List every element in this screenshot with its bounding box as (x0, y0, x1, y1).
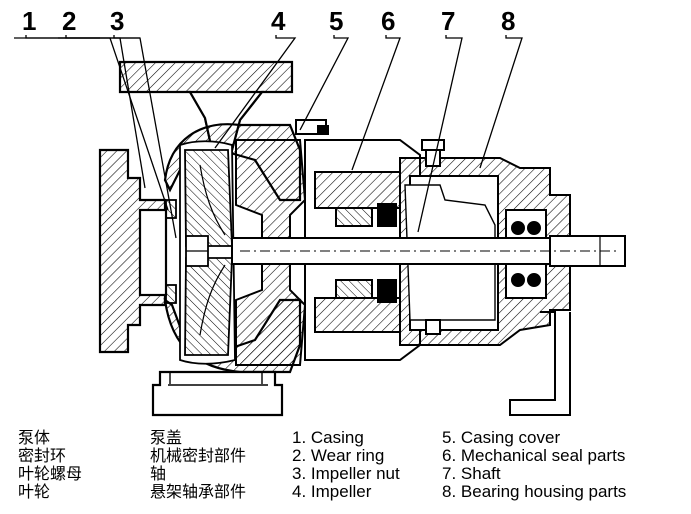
legend-en-bearing-housing: 8. Bearing housing parts (442, 482, 627, 501)
bearing-housing (399, 139, 571, 416)
legend-zh-casing: 泵体 (18, 428, 51, 447)
callout-7: 7 (441, 6, 456, 36)
callout-6: 6 (381, 6, 396, 36)
legend-en-wear-ring: 2. Wear ring (292, 446, 385, 465)
shaft (231, 235, 626, 267)
callout-1: 1 (22, 6, 37, 36)
legend-zh-bearing-housing: 悬架轴承部件 (150, 482, 247, 501)
legend-en-impeller-nut: 3. Impeller nut (292, 464, 400, 483)
legend-en-casing-cover: 5. Casing cover (442, 428, 561, 447)
leader-lines (14, 35, 523, 239)
legend-en-casing: 1. Casing (292, 428, 364, 447)
legend-zh-seal-parts: 机械密封部件 (150, 446, 247, 465)
legend-en-shaft: 7. Shaft (442, 464, 501, 483)
callout-2: 2 (62, 6, 77, 36)
legend-zh-casing-cover: 泵盖 (150, 428, 183, 447)
wear-ring (165, 199, 177, 304)
legend-zh-wear-ring: 密封环 (18, 446, 67, 465)
legend-zh-shaft: 轴 (150, 464, 167, 483)
callout-5: 5 (329, 6, 344, 36)
legend-en-impeller: 4. Impeller (292, 482, 372, 501)
legend-zh-impeller: 叶轮 (18, 482, 51, 501)
impeller-nut (185, 235, 209, 267)
callout-3: 3 (110, 6, 125, 36)
callout-8: 8 (501, 6, 516, 36)
callout-4: 4 (271, 6, 286, 36)
legend-zh-impeller-nut: 叶轮螺母 (18, 464, 83, 483)
legend-en-seal-parts: 6. Mechanical seal parts (442, 446, 626, 465)
